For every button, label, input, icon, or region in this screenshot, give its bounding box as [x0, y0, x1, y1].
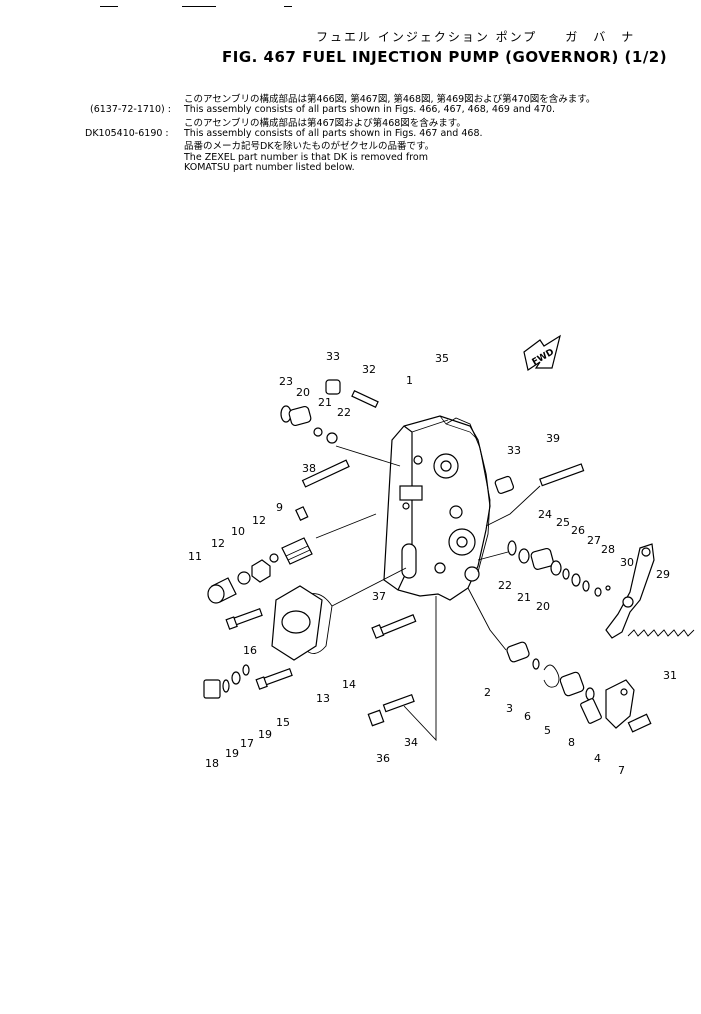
callout-number: 28	[601, 543, 615, 556]
callout-number: 39	[546, 432, 560, 445]
callout-number: 1	[406, 374, 413, 387]
figure-title: FIG. 467 FUEL INJECTION PUMP (GOVERNOR) …	[222, 48, 668, 66]
leader-line	[467, 587, 507, 651]
callout-number: 13	[316, 692, 330, 705]
scan-mark	[284, 6, 292, 7]
leader-line	[315, 513, 377, 539]
scan-mark	[100, 6, 118, 7]
callout-number: 16	[243, 644, 257, 657]
note-line: This assembly consists of all parts show…	[184, 128, 483, 139]
callout-number: 17	[240, 737, 254, 750]
stopper-stack	[506, 641, 635, 729]
callout-number: 23	[279, 375, 293, 388]
callout-number: 27	[587, 534, 601, 547]
leader-line	[403, 596, 437, 742]
callout-number: 37	[372, 590, 386, 603]
callout-number: 29	[656, 568, 670, 581]
callout-number: 32	[362, 363, 376, 376]
assembly-code: DK105410-6190 :	[85, 128, 169, 139]
note-line: This assembly consists of all parts show…	[184, 104, 556, 115]
callout-number: 5	[544, 724, 551, 737]
stud-bolt	[367, 693, 415, 727]
callout-number: 4	[594, 752, 601, 765]
note-line: The ZEXEL part number is that DK is remo…	[184, 152, 428, 163]
callout-number: 12	[252, 514, 266, 527]
adjusting-screw	[207, 537, 313, 604]
callout-number: 12	[211, 537, 225, 550]
cover-plate	[271, 585, 323, 661]
note-line: KOMATSU part number listed below.	[184, 162, 355, 173]
bolt	[371, 614, 417, 639]
callout-number: 20	[536, 600, 550, 613]
scan-mark	[182, 6, 216, 7]
callout-number: 22	[337, 406, 351, 419]
callout-number: 36	[376, 752, 390, 765]
callout-number: 6	[524, 710, 531, 723]
plug	[325, 379, 515, 495]
control-lever	[605, 543, 655, 639]
callout-number: 33	[326, 350, 340, 363]
callout-number: 15	[276, 716, 290, 729]
return-spring	[627, 629, 695, 637]
note-line: このアセンブリの構成部品は第466図, 第467図, 第468図, 第469図お…	[184, 94, 596, 105]
callout-number: 38	[302, 462, 316, 475]
bolt	[295, 459, 350, 522]
callout-number: 22	[498, 579, 512, 592]
callout-number: 21	[318, 396, 332, 409]
washer-stack	[203, 664, 250, 699]
callout-number: 20	[296, 386, 310, 399]
leader-line	[485, 485, 541, 527]
gasket	[445, 417, 491, 573]
callout-number: 3	[506, 702, 513, 715]
note-line: このアセンブリの構成部品は第467図および第468図を含みます。	[184, 118, 466, 129]
callout-number: 8	[568, 736, 575, 749]
callout-number: 24	[538, 508, 552, 521]
callout-number: 26	[571, 524, 585, 537]
callout-number: 34	[404, 736, 418, 749]
callout-number: 19	[225, 747, 239, 760]
callout-number: 18	[205, 757, 219, 770]
callout-number: 31	[663, 669, 677, 682]
callout-number: 25	[556, 516, 570, 529]
leader-line	[331, 567, 407, 607]
callout-number: 9	[276, 501, 283, 514]
callout-number: 2	[484, 686, 491, 699]
bolt	[255, 667, 293, 690]
callout-number: 21	[517, 591, 531, 604]
governor-housing	[383, 415, 491, 601]
callout-number: 30	[620, 556, 634, 569]
leader-line	[477, 551, 509, 561]
callout-number: 10	[231, 525, 245, 538]
title-japanese: フュエル インジェクション ポンプ ガ バ ナ	[316, 30, 636, 44]
callout-number: 33	[507, 444, 521, 457]
note-line: 品番のメーカ記号DKを除いたものがゼクセルの品番です。	[184, 141, 435, 152]
callout-number: 7	[618, 764, 625, 777]
callout-labels: 1 2 3 4 5 6 7 8 9 10 11 12 12 13 14 15 1…	[188, 350, 677, 777]
o-ring	[303, 593, 333, 654]
bushing-stack	[280, 405, 338, 444]
bolt	[539, 463, 585, 487]
leader-line	[335, 445, 401, 467]
callout-number: 14	[342, 678, 356, 691]
bolt	[627, 713, 652, 733]
fwd-arrow-icon: FWD	[523, 334, 561, 371]
lever-shaft-stack	[507, 540, 611, 597]
bolt	[225, 607, 263, 630]
assembly-code: (6137-72-1710) :	[90, 104, 171, 115]
pin	[351, 389, 379, 409]
callout-number: 35	[435, 352, 449, 365]
callout-number: 19	[258, 728, 272, 741]
callout-number: 11	[188, 550, 202, 563]
